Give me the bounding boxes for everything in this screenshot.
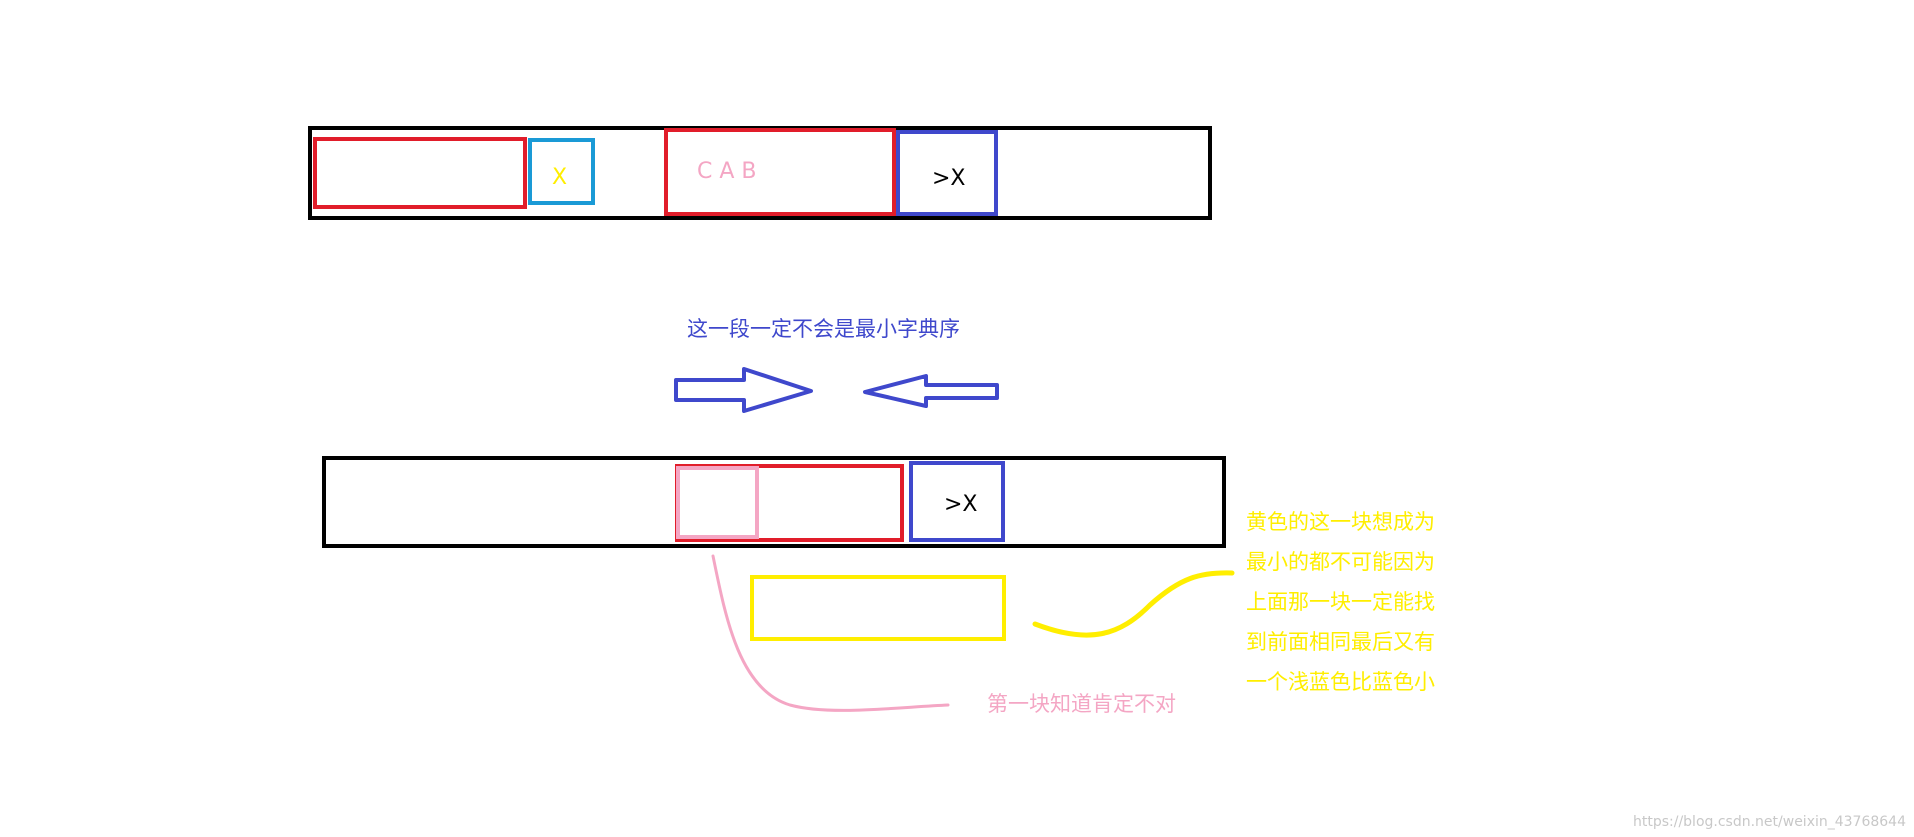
bottom-pink-box — [676, 466, 759, 539]
yellow-note-line: 一个浅蓝色比蓝色小 — [1246, 670, 1435, 694]
bottom-blue-label: >X — [944, 492, 978, 517]
pink-connector-curve — [711, 554, 950, 712]
top-cyan-label: X — [552, 165, 567, 190]
yellow-note-line: 最小的都不可能因为 — [1246, 550, 1435, 574]
yellow-connector-curve — [1032, 570, 1235, 638]
top-red-box-left — [313, 137, 527, 209]
top-pink-label: C A B — [697, 159, 757, 184]
top-blue-box — [896, 130, 998, 216]
top-blue-label: >X — [932, 166, 966, 191]
right-arrow — [674, 367, 813, 413]
yellow-note-line: 到前面相同最后又有 — [1246, 630, 1435, 654]
watermark: https://blog.csdn.net/weixin_43768644 — [1633, 814, 1906, 830]
yellow-note-line: 黄色的这一块想成为 — [1246, 510, 1435, 534]
bottom-blue-box — [909, 461, 1005, 542]
arrows — [674, 367, 999, 413]
top-row: X C A B >X — [308, 126, 1212, 220]
caption-text: 这一段一定不会是最小字典序 — [687, 317, 960, 341]
yellow-note-line: 上面那一块一定能找 — [1246, 590, 1435, 614]
bottom-outer-box — [322, 456, 1226, 548]
bottom-red-box — [675, 464, 904, 542]
bottom-row: >X — [322, 456, 1226, 548]
yellow-note: 黄色的这一块想成为 最小的都不可能因为 上面那一块一定能找 到前面相同最后又有 … — [1246, 510, 1435, 694]
left-arrow — [863, 374, 999, 408]
top-red-box-middle — [664, 128, 896, 216]
yellow-box — [750, 575, 1006, 641]
top-outer-box — [308, 126, 1212, 220]
pink-note: 第一块知道肯定不对 — [987, 692, 1176, 716]
top-cyan-box — [528, 138, 595, 205]
